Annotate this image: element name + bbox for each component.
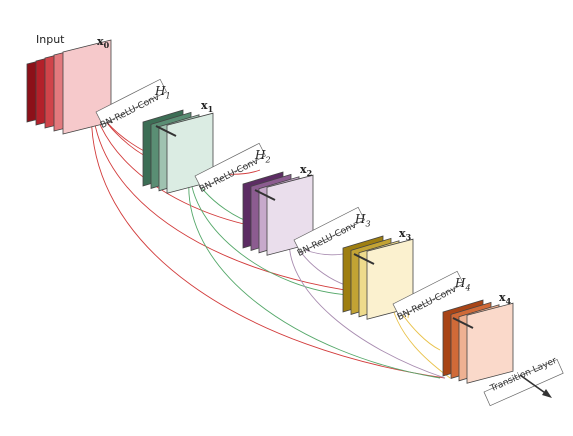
- x2-label: x2: [300, 163, 313, 179]
- connection-curve: [189, 169, 351, 296]
- connection-curve: [90, 99, 446, 379]
- x4-label: x4: [499, 291, 512, 307]
- output-arrowhead: [542, 389, 552, 398]
- connection-curve: [188, 169, 441, 379]
- conv-box-rect: [95, 78, 167, 125]
- conv-box-rect: [194, 142, 266, 189]
- h1-label: H1: [155, 84, 171, 101]
- conv-box-rect: [392, 270, 464, 317]
- h2-label: H2: [255, 148, 271, 165]
- conv-box: [392, 270, 464, 317]
- flow-arrow: [155, 125, 177, 137]
- x1-label: x1: [201, 99, 214, 115]
- h3-label: H3: [355, 212, 371, 229]
- conv-box: [95, 78, 167, 125]
- h4-label: H4: [455, 276, 471, 293]
- connection-curve: [288, 231, 446, 379]
- output-arrow: [519, 374, 549, 396]
- x3-label: x3: [399, 227, 412, 243]
- flow-arrow: [353, 253, 375, 265]
- flow-arrow: [254, 189, 276, 201]
- x0-label: x0: [97, 35, 110, 51]
- conv-box: [293, 206, 365, 253]
- conv-box: [194, 142, 266, 189]
- input-label: Input: [36, 33, 65, 46]
- flow-arrow: [452, 317, 474, 329]
- conv-box-rect: [293, 206, 365, 253]
- h4-slab: [466, 302, 514, 384]
